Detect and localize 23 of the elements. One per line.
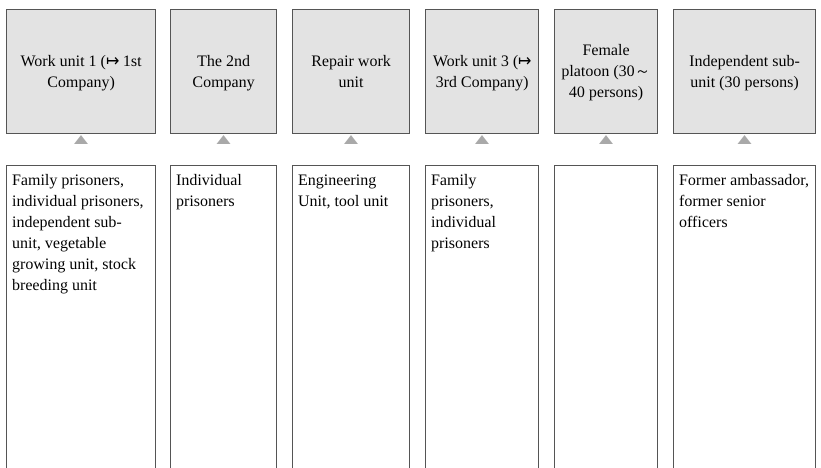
- unit-name: Work unit 3 (↦ 3rd Company): [432, 52, 532, 92]
- unit-box: [425, 9, 539, 134]
- member-box: [673, 165, 816, 468]
- unit-name: Work unit 1 (↦ 1st Company): [19, 52, 143, 92]
- member-list: Family prisoners, individual prisoners: [431, 172, 496, 252]
- unit-name: The 2nd Company: [191, 52, 256, 92]
- member-list: Engineering Unit, tool unit: [298, 172, 388, 210]
- unit-box: [170, 9, 277, 134]
- unit-box: [292, 9, 410, 134]
- member-box: [292, 165, 410, 468]
- unit-name: Independent sub-unit (30 persons): [688, 52, 801, 92]
- member-list: Individual prisoners: [176, 172, 242, 210]
- empty-box: [554, 165, 658, 468]
- unit-box: [554, 9, 658, 134]
- member-box: [425, 165, 539, 468]
- member-list: Former ambassador, former senior officers: [679, 172, 809, 231]
- unit-name: Repair work unit: [310, 52, 392, 92]
- unit-name: Female platoon (30～40 persons): [560, 41, 652, 103]
- member-box: [6, 165, 156, 468]
- member-list: Family prisoners, individual prisoners, independent sub-unit, vegetable growing unit, stock breeding unit: [12, 172, 144, 294]
- unit-box: [673, 9, 816, 134]
- unit-box: [6, 9, 156, 134]
- member-box: [170, 165, 277, 468]
